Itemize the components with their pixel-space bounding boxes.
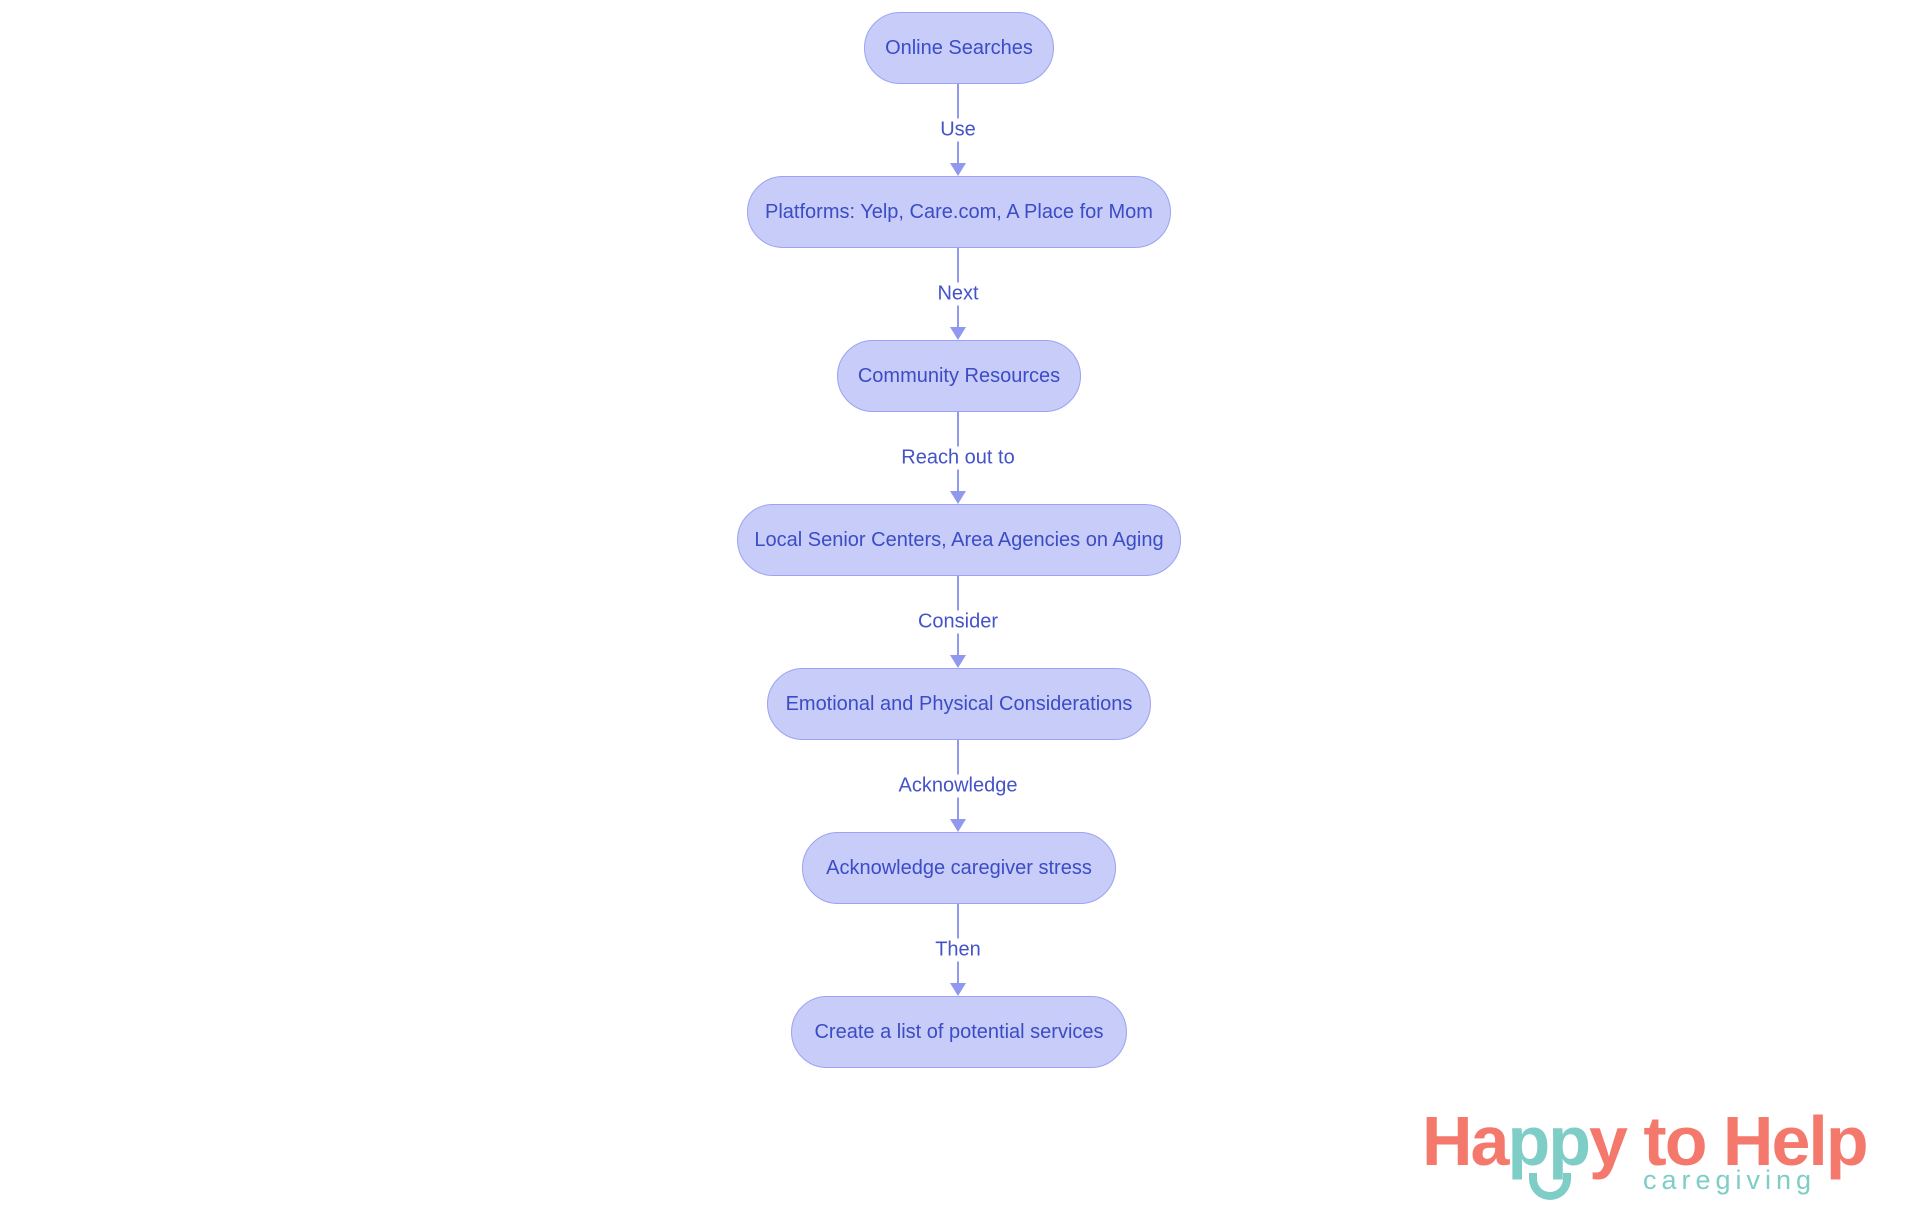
brand-logo: Happy to Help caregiving	[1422, 1106, 1892, 1206]
brand-subtitle: caregiving	[1643, 1165, 1817, 1195]
edge-label-reach-out-to: Reach out to	[895, 446, 1021, 470]
flow-node-online-searches: Online Searches	[864, 12, 1054, 84]
smile-icon	[1529, 1173, 1571, 1200]
edge-label-then: Then	[929, 938, 987, 962]
brand-wordmark: Happy to Help	[1422, 1106, 1892, 1176]
edge-label-acknowledge: Acknowledge	[892, 774, 1024, 798]
brand-text-teal: pp	[1507, 1102, 1591, 1180]
flow-node-community-resources: Community Resources	[837, 340, 1081, 412]
arrowhead-icon	[950, 655, 966, 668]
flow-node-caregiver-stress: Acknowledge caregiver stress	[802, 832, 1116, 904]
flow-node-considerations: Emotional and Physical Considerations	[767, 668, 1151, 740]
brand-text-coral-2: y to Help	[1589, 1102, 1869, 1180]
flow-node-platforms: Platforms: Yelp, Care.com, A Place for M…	[747, 176, 1171, 248]
brand-text-coral-1: Ha	[1422, 1102, 1509, 1180]
arrowhead-icon	[950, 327, 966, 340]
flow-node-local-senior-centers: Local Senior Centers, Area Agencies on A…	[737, 504, 1181, 576]
edge-label-use: Use	[934, 118, 982, 142]
flow-node-create-list: Create a list of potential services	[791, 996, 1127, 1068]
arrowhead-icon	[950, 163, 966, 176]
arrowhead-icon	[950, 983, 966, 996]
edge-label-next: Next	[931, 282, 985, 306]
edge-label-consider: Consider	[911, 610, 1005, 634]
arrowhead-icon	[950, 819, 966, 832]
arrowhead-icon	[950, 491, 966, 504]
